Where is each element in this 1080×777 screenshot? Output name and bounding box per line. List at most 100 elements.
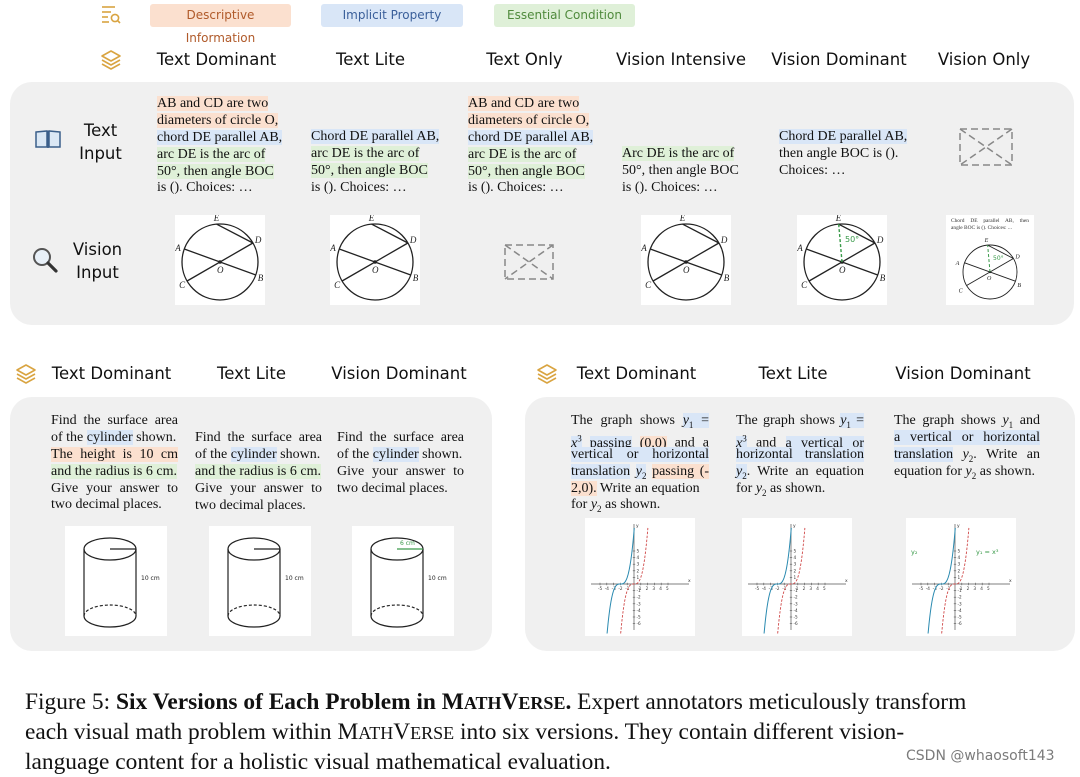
label-e: E: [679, 215, 686, 223]
y-tick-label: -2: [958, 595, 963, 600]
bl-col-head: Text Dominant: [51, 364, 172, 383]
layers-icon: [15, 363, 37, 385]
y-tick-label: -3: [958, 601, 963, 606]
x-tick-label: 5: [823, 586, 826, 591]
br-col-head: Text Dominant: [576, 364, 697, 383]
x-tick-label: -2: [939, 586, 944, 591]
center-point: [373, 260, 377, 264]
axis-label-y: y: [636, 524, 639, 529]
y-tick-label: -5: [794, 615, 799, 620]
curve-y2: [606, 527, 635, 634]
label-c: C: [959, 289, 964, 295]
diagram-vo: Chord DE parallel AB, then angle BOC is …: [946, 215, 1034, 305]
x-tick-label: 4: [816, 586, 819, 591]
y-tick-label: 3: [794, 562, 797, 567]
y-tick-label: -2: [637, 595, 642, 600]
label-e: E: [835, 215, 842, 223]
x-tick-label: 4: [659, 586, 662, 591]
y-tick-label: -1: [958, 588, 963, 593]
br-col-head: Vision Dominant: [895, 364, 1031, 383]
chord-de: [838, 223, 876, 244]
y-tick-label: 3: [637, 562, 640, 567]
y-tick-label: -4: [794, 608, 799, 613]
y-tick-label: -4: [637, 608, 642, 613]
y-tick-label: -2: [794, 595, 799, 600]
x-tick-label: -5: [598, 586, 603, 591]
x-tick-label: -1: [946, 586, 951, 591]
tl-question: Chord DE parallel AB, arc DE is the arc …: [311, 129, 440, 195]
angle-label: 50°: [993, 255, 1004, 262]
radius-oe: [837, 224, 843, 263]
label-b: B: [413, 273, 419, 283]
center-point: [684, 260, 688, 264]
x-tick-label: -4: [605, 586, 610, 591]
label-o: O: [683, 265, 690, 275]
label-c: C: [645, 280, 652, 290]
axis-label-x: x: [688, 579, 691, 584]
axis-label-y: y: [793, 524, 796, 529]
label-a: A: [330, 243, 336, 253]
label-c: C: [334, 280, 341, 290]
vo-text-line: Chord DE parallel AB, then: [951, 218, 1029, 224]
label-a: A: [175, 243, 181, 253]
y-tick-label: -3: [637, 601, 642, 606]
angle-label: 50°: [845, 235, 859, 244]
y-tick-label: -5: [637, 615, 642, 620]
cylinder-tl: 10 cm: [209, 526, 311, 636]
curve-y1: [941, 527, 970, 634]
height-label: 10 cm: [141, 575, 160, 582]
y-tick-label: -6: [794, 621, 799, 626]
axis-label-y: y: [957, 524, 960, 529]
legend-essential: Essential Condition: [494, 4, 635, 27]
bl-td-question: Find the surface area of the cylinder sh…: [51, 413, 178, 513]
top-col-head: Vision Intensive: [616, 50, 746, 69]
x-tick-label: 1: [960, 586, 963, 591]
x-tick-label: 2: [803, 586, 806, 591]
bl-tl-question: Find the surface area of the cylinder sh…: [195, 430, 322, 513]
circle-outline: [962, 244, 1018, 300]
radius-label: 6 cm: [400, 540, 415, 547]
y-tick-label: 2: [794, 568, 797, 573]
br-tl-question: The graph shows y1 = x3 and a vertical o…: [736, 413, 864, 498]
x-tick-label: -5: [919, 586, 924, 591]
y-tick-label: 5: [958, 549, 961, 554]
y-tick-label: 4: [794, 555, 797, 560]
y-tick-label: 2: [958, 568, 961, 573]
label-o: O: [839, 265, 846, 275]
y-tick-label: 5: [794, 549, 797, 554]
x-tick-label: -4: [762, 586, 767, 591]
axis-label-x: x: [845, 579, 848, 584]
bl-vd-question: Find the surface area of the cylinder sh…: [337, 430, 464, 496]
label-e: E: [213, 215, 220, 223]
empty-image-placeholder: [503, 243, 555, 281]
radius-oe: [987, 245, 991, 273]
cylinder-td: 10 cm: [65, 526, 167, 636]
bl-col-head: Vision Dominant: [331, 364, 467, 383]
x-tick-label: -4: [926, 586, 931, 591]
br-vd-question: The graph shows y1 and a vertical or hor…: [894, 413, 1040, 481]
circle-outline: [647, 223, 725, 301]
label-b: B: [724, 273, 730, 283]
vo-text-line: angle BOC is (). Choices: ...: [951, 225, 1012, 231]
label-d: D: [720, 235, 728, 245]
vi-question: Arc DE is the arc of 50°, then angle BOC…: [622, 146, 739, 195]
x-tick-label: -3: [933, 586, 938, 591]
x-tick-label: 4: [980, 586, 983, 591]
x-tick-label: 3: [809, 586, 812, 591]
x-tick-label: 2: [967, 586, 970, 591]
y-tick-label: 4: [637, 555, 640, 560]
y-tick-label: -1: [794, 588, 799, 593]
label-d: D: [876, 235, 884, 245]
watermark: CSDN @whaosoft143: [906, 748, 1055, 764]
top-col-head: Text Dominant: [156, 50, 277, 69]
empty-text-placeholder: [958, 127, 1014, 167]
magnifier-icon: [31, 246, 59, 274]
label-b: B: [258, 273, 264, 283]
circle-outline: [803, 223, 881, 301]
br-td-question: The graph shows y1 = x3 passing (0,0) an…: [571, 413, 710, 515]
